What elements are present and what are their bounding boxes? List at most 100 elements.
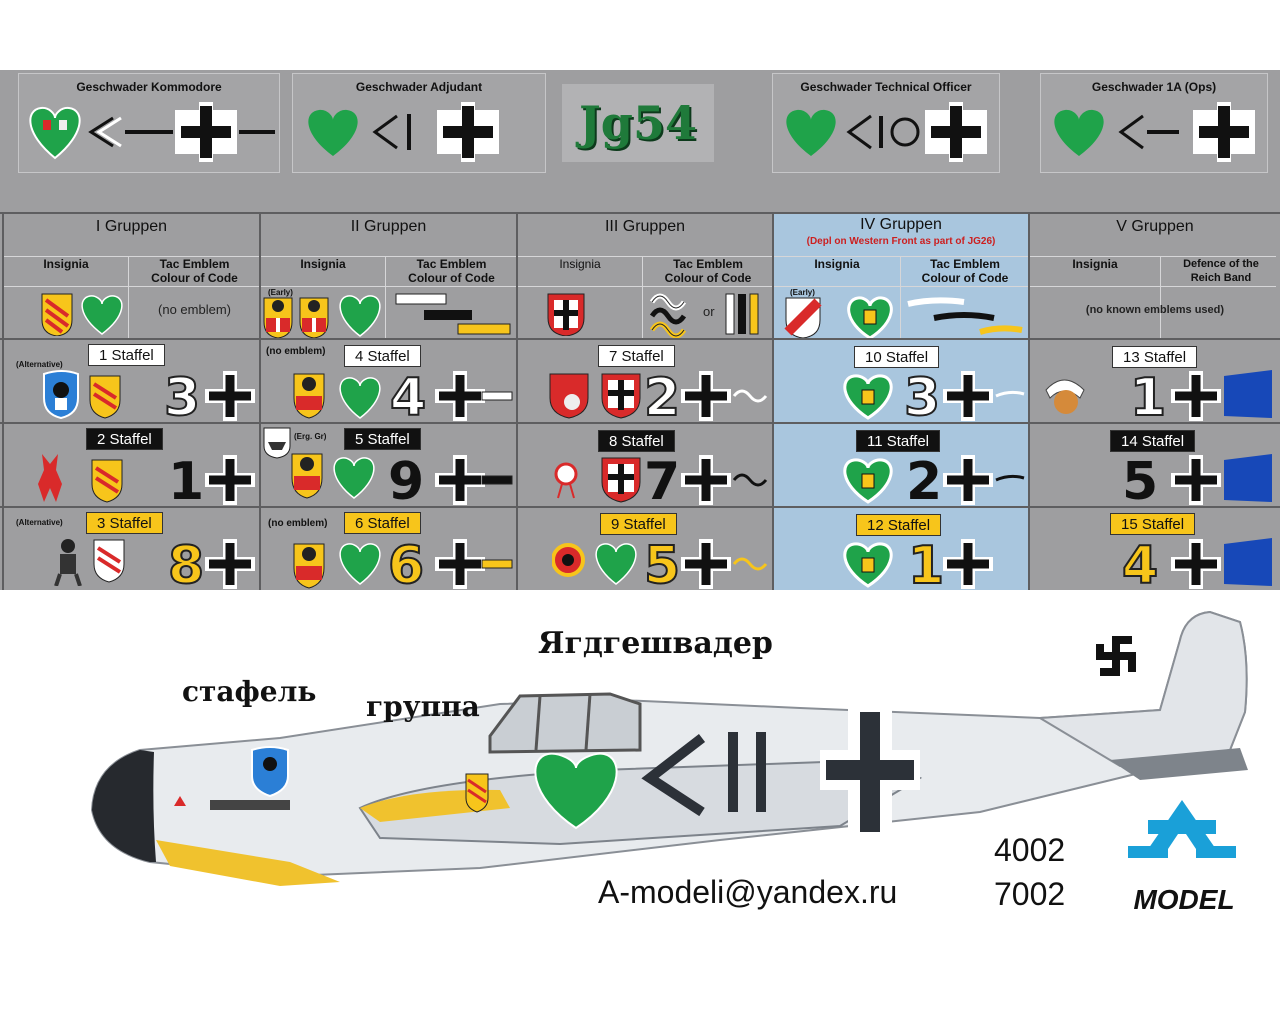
erg-note: (Erg. Gr) <box>294 432 327 441</box>
gruppe-iii-insignia <box>547 293 585 336</box>
tac-bar-icon <box>481 475 513 485</box>
staffel-12-number: 1 <box>907 536 945 596</box>
column-head: Insignia <box>300 257 346 271</box>
no-emblem-note: (no emblem) <box>268 518 328 529</box>
reich-band-icon <box>1224 454 1272 502</box>
staffel-6-badge: 6 Staffel <box>344 512 421 534</box>
reich-band-icon <box>1224 538 1272 586</box>
grid-line <box>772 212 774 590</box>
gruppe-ii-tac-colours <box>395 293 511 335</box>
gruppe-iv-tac-colours <box>907 297 1023 335</box>
grid-line <box>0 422 1280 424</box>
staffel-1-emblems <box>43 370 121 420</box>
grid-line <box>2 212 4 590</box>
staffel-4-emblems <box>293 373 381 419</box>
fuselage-cross-icon <box>820 708 920 838</box>
tac-wave-icon <box>995 390 1025 398</box>
adjudant-markings <box>308 102 499 162</box>
grid-line <box>1028 212 1030 590</box>
staffel-8-emblems <box>554 457 641 503</box>
tac-wave-icon <box>732 473 768 487</box>
staffel-14-number: 5 <box>1122 452 1159 512</box>
alternative-note: (Alternative) <box>16 518 63 527</box>
insignia-chart: Geschwader Kommodore Geschwader Adjudant… <box>0 70 1280 596</box>
staffel-5-number: 9 <box>388 452 425 512</box>
staffel-10-emblem <box>843 374 893 420</box>
no-emblem-note: (no emblem) <box>158 302 231 317</box>
no-emblem-note: (no emblem) <box>266 346 326 357</box>
staffel-2-emblems <box>38 454 123 503</box>
grid-line <box>128 257 129 338</box>
staffel-11-badge: 11 Staffel <box>856 430 940 452</box>
role-box-adjudant: Geschwader Adjudant <box>292 73 546 173</box>
grid-line <box>259 212 261 590</box>
staffel-7-emblems <box>549 373 641 419</box>
cross-icon <box>225 543 235 585</box>
cross-icon <box>455 459 465 501</box>
tac-wave-icon <box>732 557 768 571</box>
staffel-13-badge: 13 Staffel <box>1112 346 1198 368</box>
bar-marking-icon <box>728 732 738 812</box>
bf109-profile <box>90 610 1248 886</box>
tac-bar-icon <box>481 559 513 569</box>
contact-email: A-modeli@yandex.ru <box>598 874 898 910</box>
staffel-2-number: 1 <box>168 452 205 512</box>
reich-band-icon <box>1224 370 1272 418</box>
gruppe-i-insignia <box>41 293 123 336</box>
gruppe-title: V Gruppen <box>1116 218 1194 235</box>
staffel-9-emblems <box>552 543 637 585</box>
column-head: Tac Emblem Colour of Code <box>664 257 752 285</box>
staffel-8-number: 7 <box>644 452 681 512</box>
staffel-6-number: 6 <box>387 536 425 596</box>
alternative-note: (Alternative) <box>16 360 63 369</box>
geschwader-label: Ягдгешвадер <box>538 626 773 661</box>
grid-line <box>1160 257 1161 338</box>
staffel-13-emblem <box>1045 379 1085 414</box>
cross-icon <box>225 459 235 501</box>
staffel-3-emblems <box>54 539 125 586</box>
gruppe-iii-tac-colours <box>649 293 759 338</box>
staffel-label: стафель <box>182 675 317 708</box>
code-markings <box>205 370 1272 589</box>
grid-line <box>642 257 643 338</box>
staffel-5-badge: 5 Staffel <box>344 428 421 450</box>
bar-marking-icon <box>756 732 766 812</box>
no-known-emblems-note: (no known emblems used) <box>1085 304 1225 316</box>
staffel-12-emblem <box>843 542 893 588</box>
role-box-technical-officer: Geschwader Technical Officer <box>772 73 1000 173</box>
column-head: Insignia <box>1072 257 1118 271</box>
role-box-kommodore: Geschwader Kommodore <box>18 73 280 173</box>
role-title: Geschwader Adjudant <box>355 80 483 94</box>
staffel-12-badge: 12 Staffel <box>856 514 942 536</box>
heart-emblem-icon <box>534 752 618 830</box>
staffel-11-emblem <box>843 458 893 504</box>
staffel-emblem-icon <box>251 746 289 798</box>
staffel-1-number: 3 <box>163 368 201 428</box>
column-head: Insignia <box>43 257 89 271</box>
staffel-10-badge: 10 Staffel <box>854 346 940 368</box>
early-note: (Early) <box>790 288 815 297</box>
grid-line <box>900 257 901 338</box>
gruppe-ii-insignia <box>263 295 381 338</box>
a-model-logo-icon <box>1128 800 1236 858</box>
staffel-1-badge: 1 Staffel <box>88 344 165 366</box>
staffel-7-badge: 7 Staffel <box>598 345 675 367</box>
tac-wave-icon <box>732 389 768 403</box>
cross-icon <box>701 375 711 417</box>
grid-line <box>0 338 1280 340</box>
tac-bar-icon <box>481 391 513 401</box>
jg54-logo: Jg54 <box>562 84 714 162</box>
column-head: Defence of the Reich Band <box>1183 258 1259 284</box>
staffel-14-badge: 14 Staffel <box>1110 430 1196 452</box>
grid-line <box>4 256 1276 257</box>
column-head: Tac Emblem Colour of Code <box>151 257 238 285</box>
gruppe-title: III Gruppen <box>604 218 686 235</box>
tail-marking-icon <box>1096 636 1136 676</box>
gruppe-iv-insignia <box>784 296 893 338</box>
cross-icon <box>963 459 973 501</box>
staffel-9-number: 5 <box>643 536 681 596</box>
gruppe-title: I Gruppen <box>95 218 168 235</box>
role-title: Geschwader Technical Officer <box>800 80 972 94</box>
staffel-5-emblems <box>263 427 375 499</box>
ops-markings <box>1054 102 1255 162</box>
